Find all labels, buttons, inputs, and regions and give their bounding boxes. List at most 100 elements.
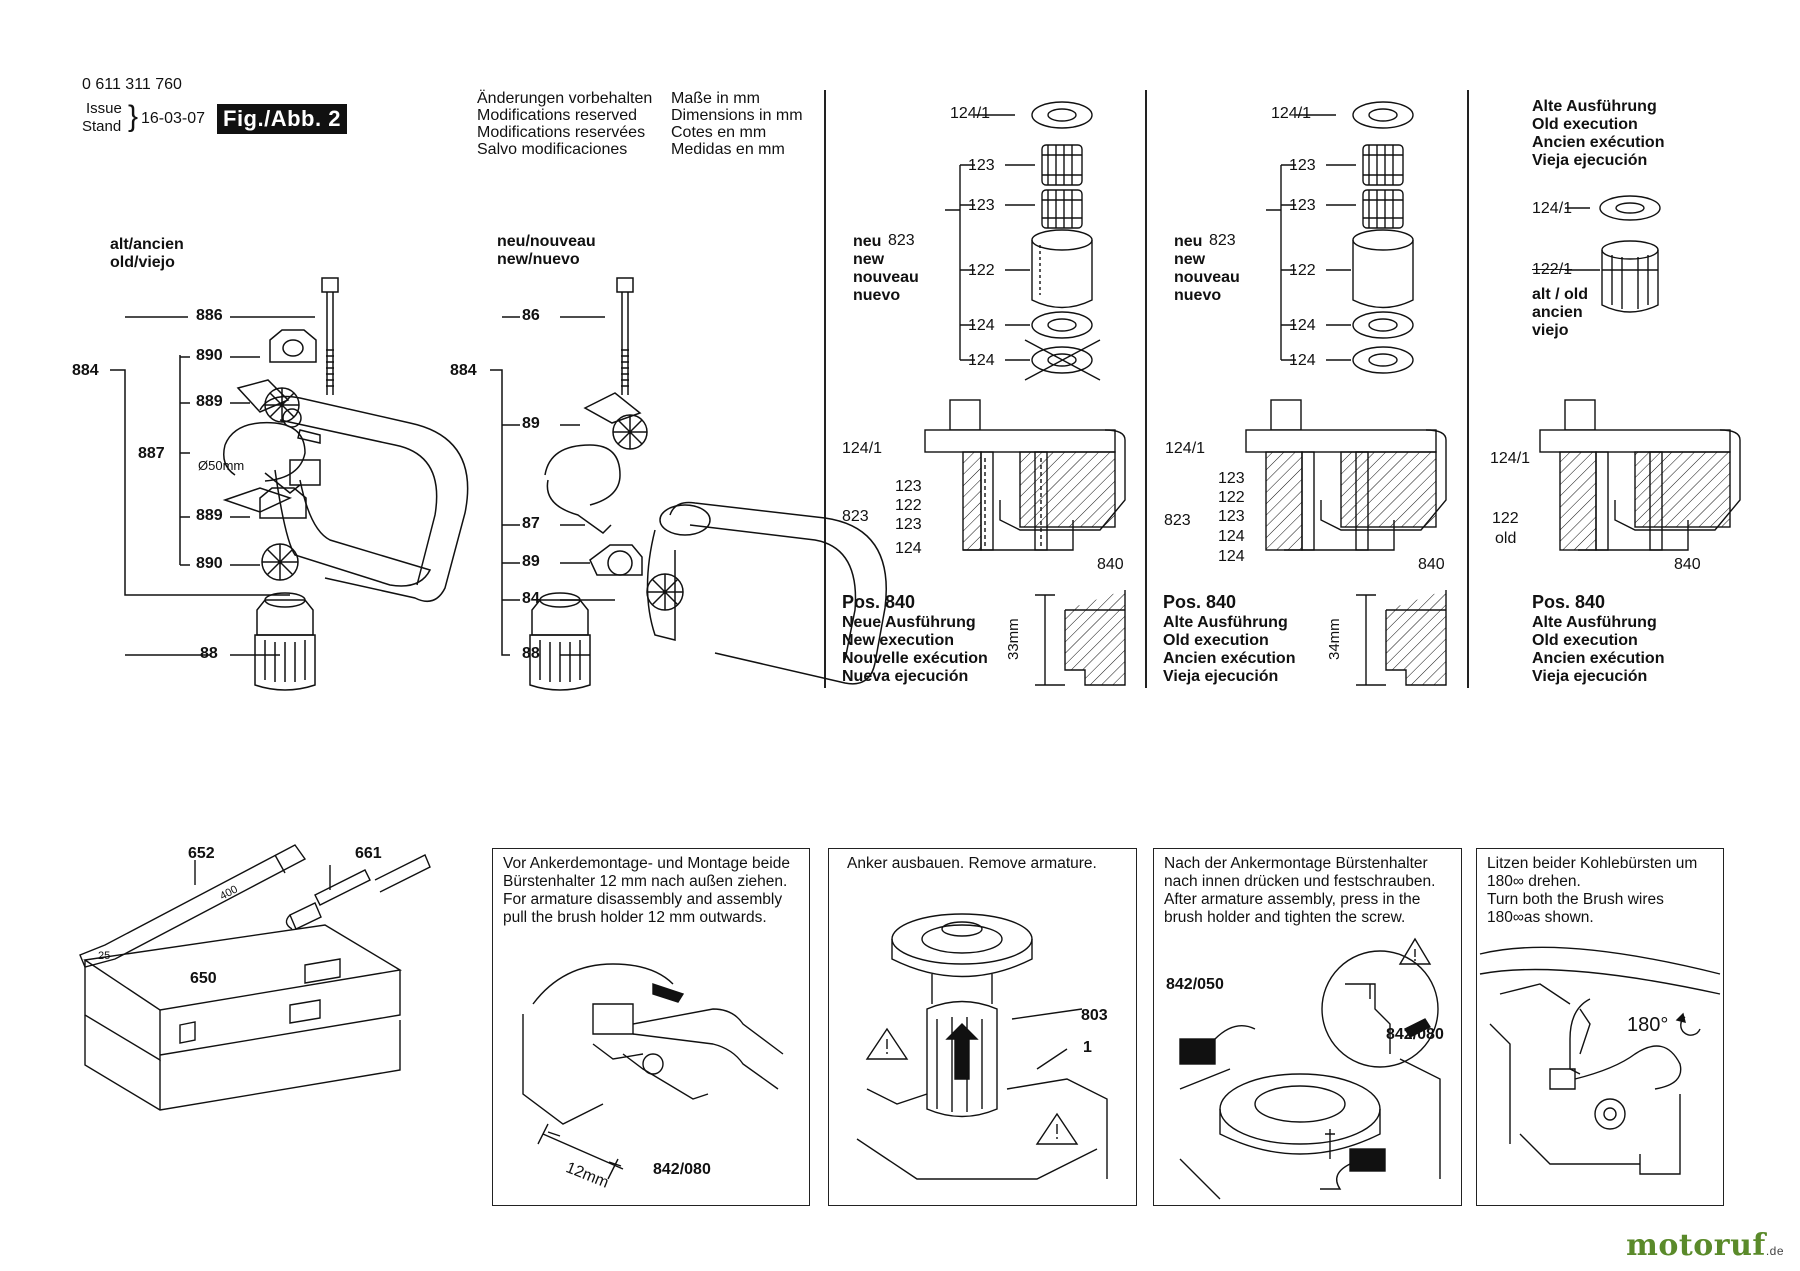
label-889-a: 889 bbox=[196, 393, 223, 410]
stand-label: Stand bbox=[82, 118, 122, 135]
b-sec-840: 840 bbox=[1418, 556, 1445, 573]
panel-c-section bbox=[1539, 399, 1741, 551]
panel-b-exploded bbox=[1266, 101, 1414, 374]
issue-date: 16-03-07 bbox=[141, 110, 206, 127]
b-sec-124-a: 124 bbox=[1218, 528, 1245, 545]
new-handle-drawing bbox=[490, 277, 887, 691]
label-88-new: 88 bbox=[522, 645, 540, 662]
box1-part: 842/080 bbox=[653, 1161, 711, 1178]
box4-illustration bbox=[1479, 946, 1721, 1175]
panel-a-section bbox=[924, 399, 1126, 551]
b-sec-122: 122 bbox=[1218, 489, 1245, 506]
label-84: 84 bbox=[522, 590, 540, 607]
part-number: 0 611 311 760 bbox=[82, 76, 182, 93]
a-pos-detail bbox=[1035, 590, 1126, 686]
box3-illustration bbox=[1179, 937, 1441, 1200]
watermark-logo: motoruf.de bbox=[1626, 1228, 1784, 1263]
b-sec-823: 823 bbox=[1164, 512, 1191, 529]
label-884-new: 884 bbox=[450, 362, 477, 379]
a-sec-823: 823 bbox=[842, 508, 869, 525]
c-sec-840: 840 bbox=[1674, 556, 1701, 573]
b-label-123-a: 123 bbox=[1289, 157, 1316, 174]
issue-label: Issue bbox=[86, 100, 122, 117]
instruction-box-2: Anker ausbauen. Remove armature. 803 1 bbox=[828, 848, 1137, 1206]
label-diameter: Ø50mm bbox=[198, 458, 245, 473]
label-652: 652 bbox=[188, 845, 215, 862]
label-86: 86 bbox=[522, 307, 540, 324]
old-handle-drawing bbox=[110, 277, 469, 691]
b-sec-124-b: 124 bbox=[1218, 548, 1245, 565]
box3-part-b: 842/080 bbox=[1386, 1026, 1444, 1043]
a-sec-124-1: 124/1 bbox=[842, 440, 883, 457]
a-label-122: 122 bbox=[968, 262, 995, 279]
a-dim: 33mm bbox=[1005, 618, 1022, 660]
a-sec-840: 840 bbox=[1097, 556, 1124, 573]
b-dim: 34mm bbox=[1326, 618, 1343, 660]
box2-illustration bbox=[856, 913, 1108, 1180]
b-label-122: 122 bbox=[1289, 262, 1316, 279]
label-87: 87 bbox=[522, 515, 540, 532]
box4-angle: 180° bbox=[1627, 1014, 1669, 1036]
a-label-123-b: 123 bbox=[968, 197, 995, 214]
panel-c-exploded bbox=[1565, 195, 1661, 313]
c-sec-124-1: 124/1 bbox=[1490, 450, 1531, 467]
a-sec-124: 124 bbox=[895, 540, 922, 557]
box1-illustration bbox=[522, 963, 784, 1180]
label-890-b: 890 bbox=[196, 555, 223, 572]
c-pos-title: Pos. 840 bbox=[1532, 592, 1606, 612]
a-label-124-b: 124 bbox=[968, 352, 995, 369]
label-884-old: 884 bbox=[72, 362, 99, 379]
b-pos-detail bbox=[1356, 590, 1447, 686]
divider-2 bbox=[1145, 90, 1147, 688]
b-label-123-b: 123 bbox=[1289, 197, 1316, 214]
a-sec-122: 122 bbox=[895, 497, 922, 514]
panel-b-section bbox=[1245, 399, 1447, 551]
label-890-a: 890 bbox=[196, 347, 223, 364]
label-89-b: 89 bbox=[522, 553, 540, 570]
b-label-124-1: 124/1 bbox=[1271, 105, 1312, 122]
b-label-124-a: 124 bbox=[1289, 317, 1316, 334]
box2-part-b: 1 bbox=[1083, 1039, 1092, 1056]
divider-3 bbox=[1467, 90, 1469, 688]
label-661: 661 bbox=[355, 845, 382, 862]
a-label-124-1: 124/1 bbox=[950, 105, 991, 122]
brace: } bbox=[128, 100, 139, 133]
box2-text: Anker ausbauen. Remove armature. bbox=[847, 855, 1097, 872]
b-sec-123-b: 123 bbox=[1218, 508, 1245, 525]
c-sec-old: old bbox=[1495, 530, 1517, 547]
label-88-old: 88 bbox=[200, 645, 218, 662]
a-label-123-a: 123 bbox=[968, 157, 995, 174]
c-label-124-1: 124/1 bbox=[1532, 200, 1573, 217]
c-label-122-1: 122/1 bbox=[1532, 261, 1573, 278]
b-label-823: 823 bbox=[1209, 232, 1236, 249]
b-pos-title: Pos. 840 bbox=[1163, 592, 1237, 612]
accessories-drawing bbox=[79, 844, 431, 1111]
label-650: 650 bbox=[190, 970, 217, 987]
b-sec-124-1: 124/1 bbox=[1165, 440, 1206, 457]
label-89-a: 89 bbox=[522, 415, 540, 432]
a-label-124-a: 124 bbox=[968, 317, 995, 334]
divider-1 bbox=[824, 90, 826, 688]
b-sec-123-a: 123 bbox=[1218, 470, 1245, 487]
box3-part-a: 842/050 bbox=[1166, 976, 1224, 993]
figure-label: Fig./Abb. 2 bbox=[217, 104, 347, 134]
label-25: 25 bbox=[98, 950, 111, 962]
b-label-124-b: 124 bbox=[1289, 352, 1316, 369]
a-label-823: 823 bbox=[888, 232, 915, 249]
panel-a-exploded bbox=[945, 101, 1101, 381]
